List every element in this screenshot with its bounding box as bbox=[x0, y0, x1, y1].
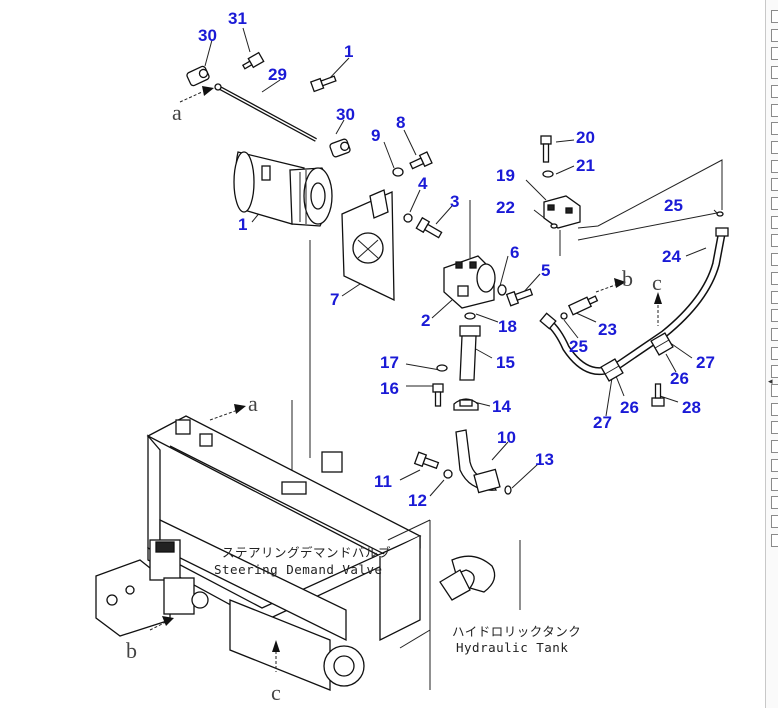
sidebar-tab[interactable] bbox=[771, 66, 778, 80]
tube-15 bbox=[459, 325, 481, 381]
ref-b-pipe: b bbox=[622, 266, 633, 291]
sidebar-tab[interactable] bbox=[771, 346, 778, 360]
callout-12: 12 bbox=[408, 491, 427, 510]
reference-letters: a a b c b c bbox=[126, 100, 662, 705]
component-labels: ステアリングデマンドバルブ Steering Demand Valve ハイドロ… bbox=[214, 545, 581, 655]
parts-right-cluster bbox=[539, 135, 729, 407]
sidebar-tab[interactable] bbox=[771, 140, 778, 154]
sidebar-tab[interactable] bbox=[771, 197, 778, 210]
sidebar-tab[interactable] bbox=[771, 365, 778, 379]
parts-top-cluster bbox=[186, 51, 534, 495]
label-steering-en: Steering Demand Valve bbox=[214, 562, 383, 577]
pump bbox=[443, 255, 496, 309]
callout-27: 27 bbox=[593, 413, 612, 432]
sidebar-tab[interactable] bbox=[771, 440, 778, 454]
callout-11: 11 bbox=[374, 472, 392, 491]
sidebar-list bbox=[768, 0, 778, 547]
callout-numbers: 30 31 1 29 30 9 8 4 3 1 7 2 6 5 18 15 17… bbox=[198, 9, 715, 510]
sidebar-tab[interactable] bbox=[771, 159, 778, 173]
label-tank-en: Hydraulic Tank bbox=[456, 640, 568, 655]
sidebar-tab[interactable] bbox=[771, 402, 778, 416]
side-thumbnail-strip[interactable]: ◂ bbox=[765, 0, 778, 708]
sidebar-tab[interactable] bbox=[771, 122, 778, 136]
callout-4: 4 bbox=[418, 174, 428, 193]
callout-13: 13 bbox=[535, 450, 554, 469]
callout-1: 1 bbox=[238, 215, 247, 234]
motor bbox=[233, 151, 333, 227]
sidebar-tab[interactable] bbox=[771, 10, 778, 23]
callout-20: 20 bbox=[576, 128, 595, 147]
callout-8: 8 bbox=[396, 113, 405, 132]
sidebar-tab[interactable] bbox=[771, 234, 778, 248]
callout-27: 27 bbox=[696, 353, 715, 372]
sidebar-tab[interactable] bbox=[771, 327, 778, 341]
callout-1: 1 bbox=[344, 42, 353, 61]
callout-14: 14 bbox=[492, 397, 511, 416]
callout-16: 16 bbox=[380, 379, 399, 398]
ref-c-pipe: c bbox=[652, 270, 662, 295]
callout-2: 2 bbox=[421, 311, 430, 330]
sidebar-tab[interactable] bbox=[771, 215, 778, 229]
sidebar-tab[interactable] bbox=[771, 290, 778, 304]
collapse-arrow-icon[interactable]: ◂ bbox=[768, 376, 773, 386]
callout-30: 30 bbox=[336, 105, 355, 124]
sidebar-tab[interactable] bbox=[771, 421, 778, 435]
sidebar-tab[interactable] bbox=[771, 309, 778, 323]
ref-b-frame: b bbox=[126, 638, 137, 663]
callout-9: 9 bbox=[371, 126, 380, 145]
callout-21: 21 bbox=[576, 156, 595, 175]
sidebar-tab[interactable] bbox=[771, 103, 778, 117]
callout-22: 22 bbox=[496, 198, 515, 217]
callout-17: 17 bbox=[380, 353, 399, 372]
sidebar-tab[interactable] bbox=[771, 458, 778, 472]
callout-6: 6 bbox=[510, 243, 519, 262]
callout-3: 3 bbox=[450, 192, 459, 211]
sidebar-tab[interactable] bbox=[771, 514, 778, 528]
callout-19: 19 bbox=[496, 166, 515, 185]
callout-31: 31 bbox=[228, 9, 247, 28]
sidebar-tab[interactable] bbox=[771, 178, 778, 192]
callout-24: 24 bbox=[662, 247, 681, 266]
callout-10: 10 bbox=[497, 428, 516, 447]
label-tank-jp: ハイドロリックタンク bbox=[452, 624, 581, 639]
sidebar-tab[interactable] bbox=[771, 533, 778, 547]
callout-5: 5 bbox=[541, 261, 550, 280]
sidebar-tab[interactable] bbox=[771, 271, 778, 285]
callout-7: 7 bbox=[330, 290, 339, 309]
ref-a-top: a bbox=[172, 100, 182, 125]
sidebar-tab[interactable] bbox=[771, 47, 778, 61]
callout-30: 30 bbox=[198, 26, 217, 45]
steering-demand-valve bbox=[149, 539, 209, 615]
callout-28: 28 bbox=[682, 398, 701, 417]
sidebar-tab[interactable] bbox=[771, 496, 778, 510]
reference-arrows bbox=[149, 86, 662, 672]
bracket-plate bbox=[341, 189, 395, 302]
sidebar-tab[interactable] bbox=[771, 477, 778, 491]
callout-18: 18 bbox=[498, 317, 517, 336]
callout-26: 26 bbox=[620, 398, 639, 417]
label-steering-jp: ステアリングデマンドバルブ bbox=[222, 545, 391, 560]
sidebar-tab[interactable] bbox=[771, 384, 778, 397]
machine-frame bbox=[95, 415, 496, 691]
ref-a-frame: a bbox=[248, 391, 258, 416]
callout-29: 29 bbox=[268, 65, 287, 84]
sidebar-tab[interactable] bbox=[771, 84, 778, 98]
callout-25: 25 bbox=[664, 196, 683, 215]
callout-25: 25 bbox=[569, 337, 588, 356]
callout-15: 15 bbox=[496, 353, 515, 372]
valve-block bbox=[543, 195, 581, 229]
callout-23: 23 bbox=[598, 320, 617, 339]
sidebar-tab[interactable] bbox=[771, 28, 778, 42]
sidebar-tab[interactable] bbox=[771, 253, 778, 267]
ref-c-frame: c bbox=[271, 680, 281, 705]
callout-26: 26 bbox=[670, 369, 689, 388]
